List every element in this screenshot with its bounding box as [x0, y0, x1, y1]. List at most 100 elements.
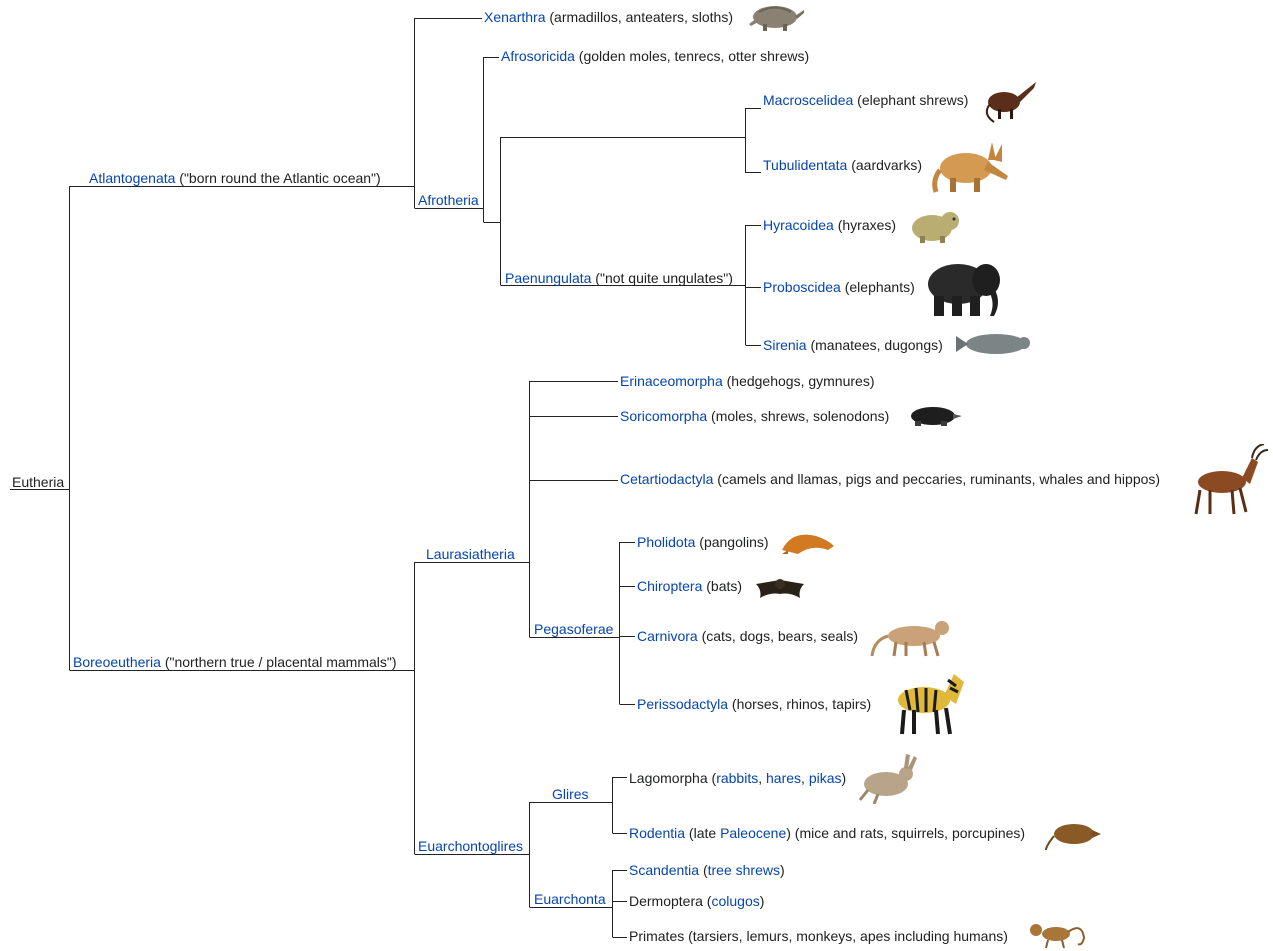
taxon-rodentia: Rodentia (late Paleocene) (mice and rats…: [629, 825, 1025, 841]
taxon-note: (elephants): [840, 279, 915, 295]
taxon-note: (camels and llamas, pigs and peccaries, …: [713, 471, 1161, 487]
clade-note: ("not quite ungulates"): [591, 270, 733, 286]
taxon-xenarthra: Xenarthra (armadillos, anteaters, sloths…: [484, 9, 733, 25]
clade-link-euarchonta[interactable]: Euarchonta: [534, 891, 606, 907]
taxon-link[interactable]: Perissodactyla: [637, 696, 729, 712]
elephant-icon: [928, 264, 1000, 316]
taxon-name: Dermoptera: [629, 893, 703, 909]
taxon-link[interactable]: Sirenia: [763, 337, 807, 353]
taxon-lagomorpha: Lagomorpha (rabbits, hares, pikas): [629, 770, 846, 786]
taxon-note: ): [759, 893, 765, 909]
clade-laurasiatheria: Laurasiatheria: [426, 546, 515, 562]
taxon-link[interactable]: Xenarthra: [484, 9, 546, 25]
clade-link-atlantogenata[interactable]: Atlantogenata: [89, 170, 176, 186]
pangolin-icon: [782, 534, 834, 554]
taxon-note: (moles, shrews, solenodons): [707, 408, 890, 424]
taxon-cetartiodactyla: Cetartiodactyla (camels and llamas, pigs…: [620, 471, 1160, 487]
taxon-note: (bats): [702, 578, 743, 594]
bat-icon: [756, 579, 804, 598]
clade-link-boreoeutheria[interactable]: Boreoeutheria: [73, 654, 161, 670]
taxon-note: (: [699, 862, 708, 878]
taxon-link[interactable]: Scandentia: [629, 862, 700, 878]
root-label-eutheria: Eutheria: [12, 474, 65, 490]
taxon-afrosoricida: Afrosoricida (golden moles, tenrecs, ott…: [501, 48, 809, 64]
taxon-link[interactable]: Hyracoidea: [763, 217, 834, 233]
clade-link-glires[interactable]: Glires: [552, 786, 589, 802]
clade-pegasoferae: Pegasoferae: [534, 621, 613, 637]
taxon-macroscelidea: Macroscelidea (elephant shrews): [763, 92, 968, 108]
mole-icon: [911, 407, 962, 426]
taxon-perissodactyla: Perissodactyla (horses, rhinos, tapirs): [637, 696, 871, 712]
taxon-pholidota: Pholidota (pangolins): [637, 534, 769, 550]
cougar-icon: [870, 621, 949, 657]
taxon-name: Primates: [629, 928, 685, 944]
clade-link-pegasoferae[interactable]: Pegasoferae: [534, 621, 614, 637]
link-rabbits[interactable]: rabbits: [716, 770, 759, 786]
taxon-note: ): [841, 770, 847, 786]
elephant-shrew-icon: [985, 82, 1036, 123]
clade-afrotheria: Afrotheria: [418, 192, 479, 208]
taxon-soricomorpha: Soricomorpha (moles, shrews, solenodons): [620, 408, 889, 424]
aardvark-icon: [932, 142, 1008, 193]
taxon-chiroptera: Chiroptera (bats): [637, 578, 742, 594]
taxon-link[interactable]: Tubulidentata: [763, 157, 848, 173]
taxon-link[interactable]: Chiroptera: [637, 578, 703, 594]
taxon-link[interactable]: Rodentia: [629, 825, 686, 841]
taxon-dermoptera: Dermoptera (colugos): [629, 893, 764, 909]
rat-icon: [1045, 824, 1101, 850]
taxon-link[interactable]: Proboscidea: [763, 279, 841, 295]
taxon-note: (hyraxes): [833, 217, 897, 233]
clade-note: ("northern true / placental mammals"): [160, 654, 397, 670]
taxon-note: ): [779, 862, 785, 878]
taxon-carnivora: Carnivora (cats, dogs, bears, seals): [637, 628, 858, 644]
taxon-link[interactable]: Carnivora: [637, 628, 698, 644]
clade-link-laurasiatheria[interactable]: Laurasiatheria: [426, 546, 515, 562]
link-pikas[interactable]: pikas: [808, 770, 842, 786]
taxon-link[interactable]: Afrosoricida: [501, 48, 575, 64]
taxon-note: (hedgehogs, gymnures): [722, 373, 875, 389]
taxon-note: (pangolins): [695, 534, 769, 550]
clade-euarchontoglires: Euarchontoglires: [418, 838, 523, 854]
taxon-name: Lagomorpha: [629, 770, 708, 786]
separator: ,: [801, 770, 809, 786]
taxon-note: (elephant shrews): [853, 92, 969, 108]
taxon-link[interactable]: Soricomorpha: [620, 408, 708, 424]
clade-note: ("born round the Atlantic ocean"): [175, 170, 381, 186]
taxon-note: (armadillos, anteaters, sloths): [545, 9, 734, 25]
clade-link-euarchontoglires[interactable]: Euarchontoglires: [418, 838, 524, 854]
taxon-note: (: [702, 893, 712, 909]
taxon-note: (cats, dogs, bears, seals): [697, 628, 858, 644]
clade-glires: Glires: [552, 786, 589, 802]
armadillo-icon: [749, 6, 804, 31]
taxon-link[interactable]: Pholidota: [637, 534, 696, 550]
manatee-icon: [956, 334, 1030, 354]
taxon-sirenia: Sirenia (manatees, dugongs): [763, 337, 943, 353]
taxon-proboscidea: Proboscidea (elephants): [763, 279, 915, 295]
link-paleocene[interactable]: Paleocene: [720, 825, 787, 841]
taxon-note: (horses, rhinos, tapirs): [728, 696, 872, 712]
taxon-note: (tarsiers, lemurs, monkeys, apes includi…: [684, 928, 1008, 944]
taxon-link[interactable]: Macroscelidea: [763, 92, 854, 108]
separator: ,: [758, 770, 766, 786]
hare-icon: [858, 754, 917, 804]
link-colugos[interactable]: colugos: [711, 893, 760, 909]
clade-link-afrotheria[interactable]: Afrotheria: [418, 192, 479, 208]
link-tree-shrews[interactable]: tree shrews: [707, 862, 780, 878]
taxon-hyracoidea: Hyracoidea (hyraxes): [763, 217, 896, 233]
taxon-link[interactable]: Cetartiodactyla: [620, 471, 714, 487]
clade-boreoeutheria: Boreoeutheria ("northern true / placenta…: [73, 654, 397, 670]
taxon-scandentia: Scandentia (tree shrews): [629, 862, 785, 878]
clade-atlantogenata: Atlantogenata ("born round the Atlantic …: [89, 170, 381, 186]
taxon-erinaceomorpha: Erinaceomorpha (hedgehogs, gymnures): [620, 373, 875, 389]
taxon-note: (golden moles, tenrecs, otter shrews): [574, 48, 810, 64]
clade-paenungulata: Paenungulata ("not quite ungulates"): [505, 270, 733, 286]
clade-link-paenungulata[interactable]: Paenungulata: [505, 270, 592, 286]
hyrax-icon: [912, 212, 959, 243]
taxon-note: ) (mice and rats, squirrels, porcupines): [786, 825, 1026, 841]
link-hares[interactable]: hares: [766, 770, 802, 786]
taxon-note: (late: [685, 825, 721, 841]
taxon-link[interactable]: Erinaceomorpha: [620, 373, 723, 389]
taxon-primates: Primates (tarsiers, lemurs, monkeys, ape…: [629, 928, 1008, 944]
zebra-icon: [898, 674, 964, 735]
